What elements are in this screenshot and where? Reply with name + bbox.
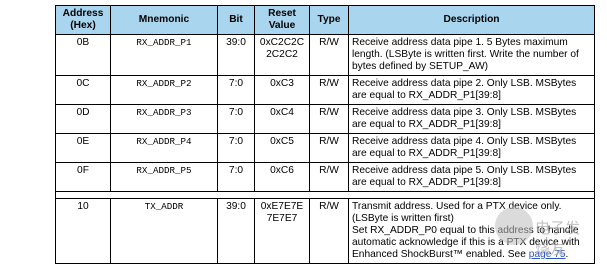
header-type: Type: [309, 5, 349, 35]
type-cell: R/W: [309, 34, 349, 76]
spacer-cell: [55, 191, 595, 199]
description-cell: Receive address data pipe 2. Only LSB. M…: [348, 75, 595, 105]
register-table: Address (Hex) Mnemonic Bit Reset Value T…: [55, 5, 595, 264]
description-cell: Receive address data pipe 4. Only LSB. M…: [348, 133, 595, 163]
type-cell: R/W: [309, 75, 349, 105]
bit-cell: 7:0: [217, 133, 255, 163]
type-cell: R/W: [309, 198, 349, 264]
type-cell: R/W: [309, 162, 349, 192]
type-cell: R/W: [309, 104, 349, 134]
header-bit: Bit: [217, 5, 255, 35]
mnemonic-cell: TX_ADDR: [110, 198, 218, 264]
header-mnemonic: Mnemonic: [110, 5, 218, 35]
description-cell: Transmit address. Used for a PTX device …: [348, 198, 595, 264]
table-row: 0E RX_ADDR_P4 7:0 0xC5 R/W Receive addre…: [55, 133, 595, 163]
reset-value-cell: 0xC3: [254, 75, 310, 105]
mnemonic-cell: RX_ADDR_P1: [110, 34, 218, 76]
description-cell: Receive address data pipe 5. Only LSB. M…: [348, 162, 595, 192]
reset-value-cell: 0xC6: [254, 162, 310, 192]
description-line-1: Transmit address. Used for a PTX device …: [352, 201, 562, 224]
mnemonic-cell: RX_ADDR_P2: [110, 75, 218, 105]
header-description: Description: [348, 5, 595, 35]
table-row: 0B RX_ADDR_P1 39:0 0xC2C2C2C2C2 R/W Rece…: [55, 34, 595, 76]
description-cell: Receive address data pipe 1. 5 Bytes max…: [348, 34, 595, 76]
description-cell: Receive address data pipe 3. Only LSB. M…: [348, 104, 595, 134]
reset-value-cell: 0xC4: [254, 104, 310, 134]
address-cell: 0F: [55, 162, 111, 192]
reset-value-cell: 0xC5: [254, 133, 310, 163]
bit-cell: 7:0: [217, 162, 255, 192]
header-row: Address (Hex) Mnemonic Bit Reset Value T…: [55, 5, 595, 35]
table-row: 0F RX_ADDR_P5 7:0 0xC6 R/W Receive addre…: [55, 162, 595, 192]
table-row: 0D RX_ADDR_P3 7:0 0xC4 R/W Receive addre…: [55, 104, 595, 134]
address-cell: 0C: [55, 75, 111, 105]
mnemonic-cell: RX_ADDR_P5: [110, 162, 218, 192]
table-row: 10 TX_ADDR 39:0 0xE7E7E7E7E7 R/W Transmi…: [55, 198, 595, 264]
mnemonic-cell: RX_ADDR_P4: [110, 133, 218, 163]
address-cell: 0E: [55, 133, 111, 163]
bit-cell: 7:0: [217, 104, 255, 134]
address-cell: 0D: [55, 104, 111, 134]
mnemonic-cell: RX_ADDR_P3: [110, 104, 218, 134]
address-cell: 10: [55, 198, 111, 264]
reset-value-cell: 0xC2C2C2C2C2: [254, 34, 310, 76]
reset-value-cell: 0xE7E7E7E7E7: [254, 198, 310, 264]
table-row: 0C RX_ADDR_P2 7:0 0xC3 R/W Receive addre…: [55, 75, 595, 105]
bit-cell: 39:0: [217, 198, 255, 264]
header-address: Address (Hex): [55, 5, 111, 35]
header-reset-value: Reset Value: [254, 5, 310, 35]
address-cell: 0B: [55, 34, 111, 76]
bit-cell: 7:0: [217, 75, 255, 105]
type-cell: R/W: [309, 133, 349, 163]
bit-cell: 39:0: [217, 34, 255, 76]
spacer-row: [55, 191, 595, 199]
description-line-2: Set RX_ADDR_P0 equal to this address to …: [352, 225, 591, 261]
